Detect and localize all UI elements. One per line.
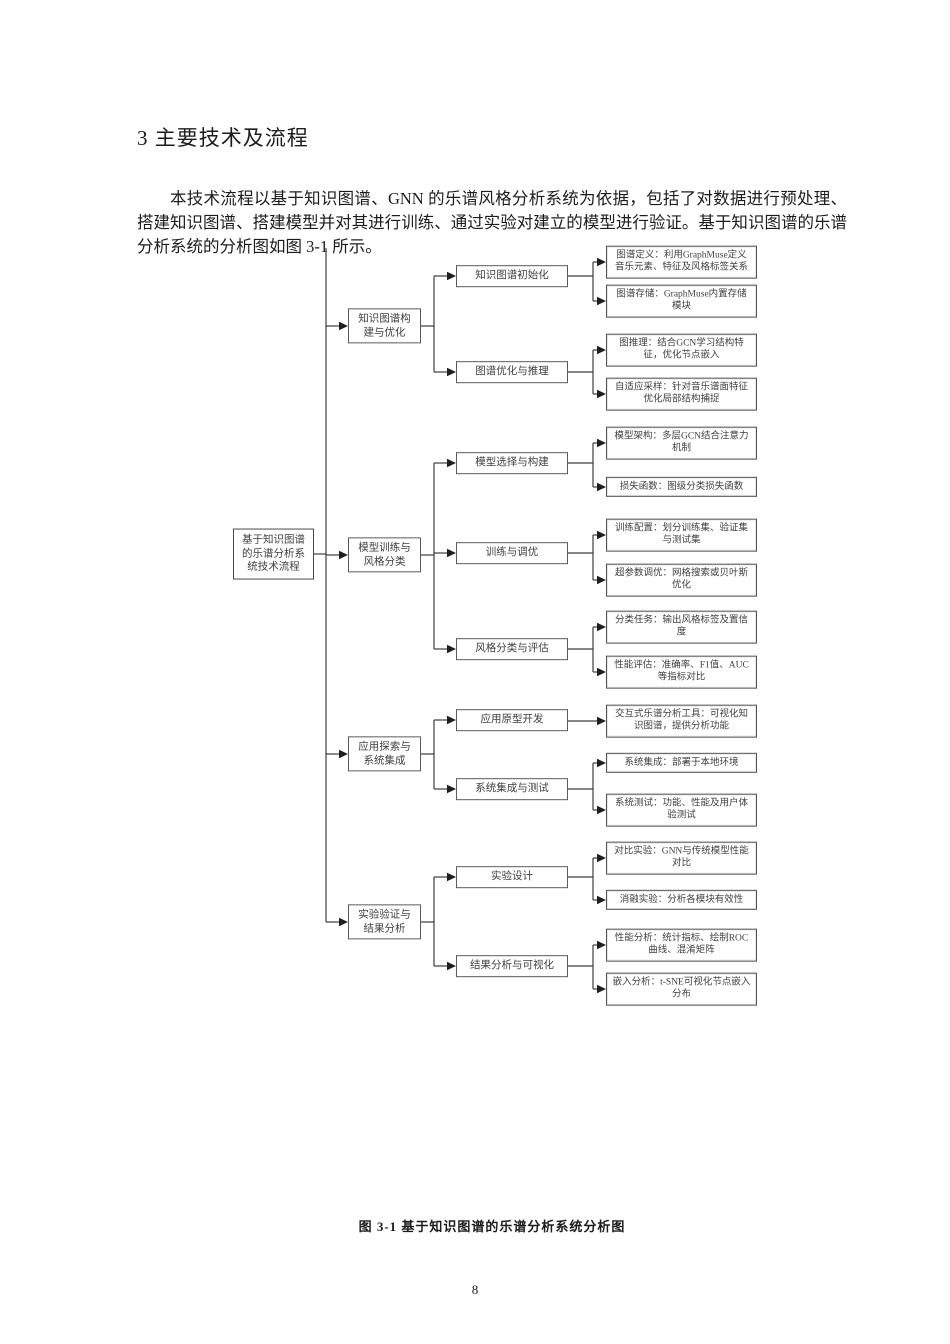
flow-node-detail: 对比实验：GNN与传统模型性能对比: [606, 841, 757, 875]
flow-node-detail: 性能分析：统计指标、绘制ROC曲线、混淆矩阵: [606, 928, 757, 962]
flow-node-detail: 嵌入分析：t-SNE可视化节点嵌入分布: [606, 972, 757, 1006]
flow-node-branch: 实验验证与结果分析: [348, 904, 421, 940]
flow-node-detail: 训练配置：划分训练集、验证集与测试集: [606, 518, 757, 552]
flow-node-stage: 应用原型开发: [456, 709, 568, 731]
flow-node-stage: 模型选择与构建: [456, 452, 568, 474]
flow-node-stage: 图谱优化与推理: [456, 361, 568, 383]
page-number: 8: [471, 1282, 479, 1297]
flow-node-stage: 实验设计: [456, 866, 568, 888]
section-heading: 3 主要技术及流程: [137, 126, 309, 150]
flow-node-detail: 消融实验：分析各模块有效性: [606, 889, 757, 911]
flow-node-detail: 性能评估：准确率、F1值、AUC等指标对比: [606, 655, 757, 689]
flow-node-stage: 系统集成与测试: [456, 778, 568, 800]
flow-node-detail: 系统集成：部署于本地环境: [606, 752, 757, 774]
flow-node-stage: 知识图谱初始化: [456, 265, 568, 287]
flow-node-detail: 自适应采样：针对音乐谱面特征优化局部结构捕捉: [606, 377, 757, 411]
flow-node-detail: 交互式乐谱分析工具：可视化知识图谱，提供分析功能: [606, 704, 757, 738]
flow-node-detail: 图谱存储：GraphMuse内置存储模块: [606, 284, 757, 318]
flow-node-branch: 应用探索与系统集成: [348, 736, 421, 772]
flow-node-stage: 风格分类与评估: [456, 638, 568, 660]
flow-node-detail: 超参数调优：网格搜索或贝叶斯优化: [606, 563, 757, 597]
flow-node-detail: 图推理：结合GCN学习结构特征，优化节点嵌入: [606, 333, 757, 367]
flow-node-branch: 知识图谱构建与优化: [348, 308, 421, 344]
figure-caption: 图 3-1 基于知识图谱的乐谱分析系统分析图: [358, 1219, 626, 1234]
flow-node-stage: 训练与调优: [456, 542, 568, 564]
flow-node-detail: 图谱定义：利用GraphMuse定义音乐元素、特征及风格标签关系: [606, 245, 757, 279]
flow-node-detail: 分类任务：输出风格标签及置信度: [606, 610, 757, 644]
flow-node-detail: 损失函数：图级分类损失函数: [606, 476, 757, 498]
flow-node-branch: 模型训练与风格分类: [348, 537, 421, 573]
flow-node-stage: 结果分析与可视化: [456, 955, 568, 977]
flow-node-detail: 模型架构：多层GCN结合注意力机制: [606, 426, 757, 460]
body-paragraph: 本技术流程以基于知识图谱、GNN 的乐谱风格分析系统为依据，包括了对数据进行预处…: [137, 188, 847, 257]
flow-node-detail: 系统测试：功能、性能及用户体验测试: [606, 793, 757, 827]
flow-node-root: 基于知识图谱的乐谱分析系统技术流程: [233, 528, 314, 580]
